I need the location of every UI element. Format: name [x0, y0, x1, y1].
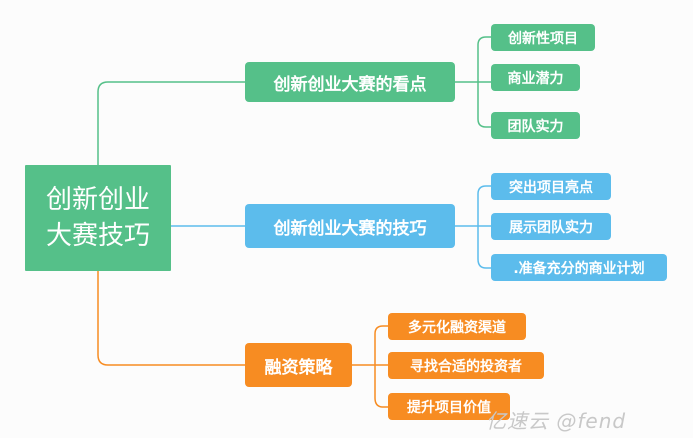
connector-branch-2-leaves	[455, 185, 491, 269]
branch-topic-highlights[interactable]: 创新创业大赛的看点	[245, 62, 455, 102]
connector-root-branch-3	[97, 271, 245, 366]
branch-topic-techniques[interactable]: 创新创业大赛的技巧	[245, 204, 455, 248]
branch-topic-financing[interactable]: 融资策略	[245, 343, 352, 387]
connector-branch-3-leaves	[352, 325, 388, 408]
root-topic-line-1: 创新创业	[45, 185, 150, 215]
root-topic[interactable]: 创新创业 大赛技巧	[25, 165, 171, 271]
leaf-innovative-project[interactable]: 创新性项目	[491, 24, 595, 51]
watermark: 亿速云 @fend	[486, 409, 627, 433]
leaf-highlight-project[interactable]: 突出项目亮点	[491, 173, 611, 200]
leaf-business-plan[interactable]: .准备充分的商业计划	[491, 254, 667, 281]
leaf-increase-value[interactable]: 提升项目价值	[388, 393, 510, 420]
leaf-business-potential[interactable]: 商业潜力	[491, 64, 580, 91]
leaf-team-strength[interactable]: 团队实力	[491, 112, 580, 139]
leaf-find-investors[interactable]: 寻找合适的投资者	[388, 352, 544, 379]
leaf-diversified-financing[interactable]: 多元化融资渠道	[388, 313, 526, 340]
root-topic-line-2: 大赛技巧	[45, 221, 150, 251]
connector-root-branch-1	[97, 81, 245, 165]
connector-branch-1-leaves	[455, 36, 491, 128]
leaf-show-team[interactable]: 展示团队实力	[491, 213, 611, 240]
